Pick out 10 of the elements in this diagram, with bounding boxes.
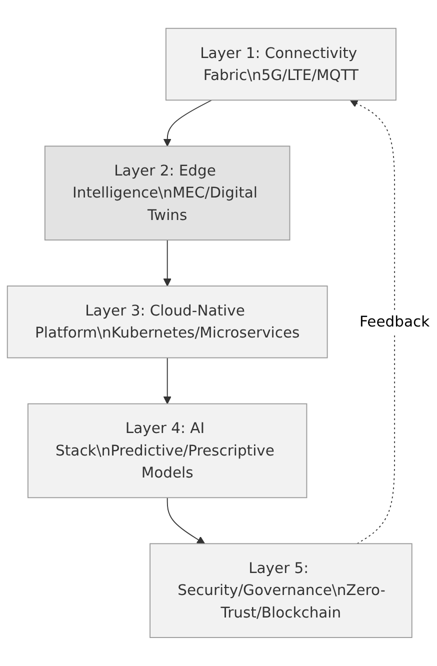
arrow: [163, 100, 212, 147]
node-box: Layer 1: Connectivity Fabric\n5G/LTE/MQTT: [165, 28, 396, 101]
arrow: [166, 497, 206, 544]
node-box: Layer 3: Cloud-Native Platform\nKubernetes/Microservices: [6, 286, 328, 358]
arrow: [163, 357, 172, 404]
edge-label: Feedback: [360, 312, 430, 330]
node-box: Layer 4: AI Stack\nPredictive/Prescriptive Models: [28, 403, 308, 498]
arrow: [350, 100, 396, 544]
arrow: [163, 240, 172, 286]
node-box: Layer 2: Edge Intelligence\nMEC/Digital Twins: [44, 146, 290, 241]
